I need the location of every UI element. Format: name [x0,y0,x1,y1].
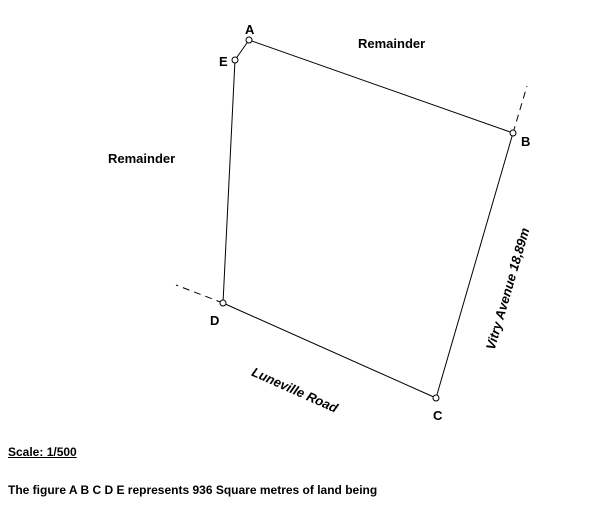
boundary-a-b [248,39,514,134]
point-label-e: E [219,54,228,69]
scale-text: Scale: 1/500 [8,445,77,459]
boundary-d-e [222,59,236,304]
point-label-c: C [433,408,443,423]
boundary-extension-d [175,284,224,304]
point-label-b: B [521,134,530,149]
vitry-avenue-label: Vitry Avenue 18,89m [483,226,533,352]
vertex-b [509,129,517,137]
point-label-a: A [245,22,255,37]
boundary-c-d [222,302,437,399]
point-label-d: D [210,313,219,328]
description-text: The figure A B C D E represents 936 Squa… [8,483,378,497]
boundary-b-c [435,132,514,399]
boundary-e-a [234,39,250,61]
remainder-label-top: Remainder [358,36,425,51]
vertex-d [219,299,227,307]
boundary-extension-b [512,85,528,134]
vertex-a [245,36,253,44]
vertex-e [231,56,239,64]
remainder-label-left: Remainder [108,151,175,166]
vertex-c [432,394,440,402]
luneville-road-label: Luneville Road [250,364,342,416]
